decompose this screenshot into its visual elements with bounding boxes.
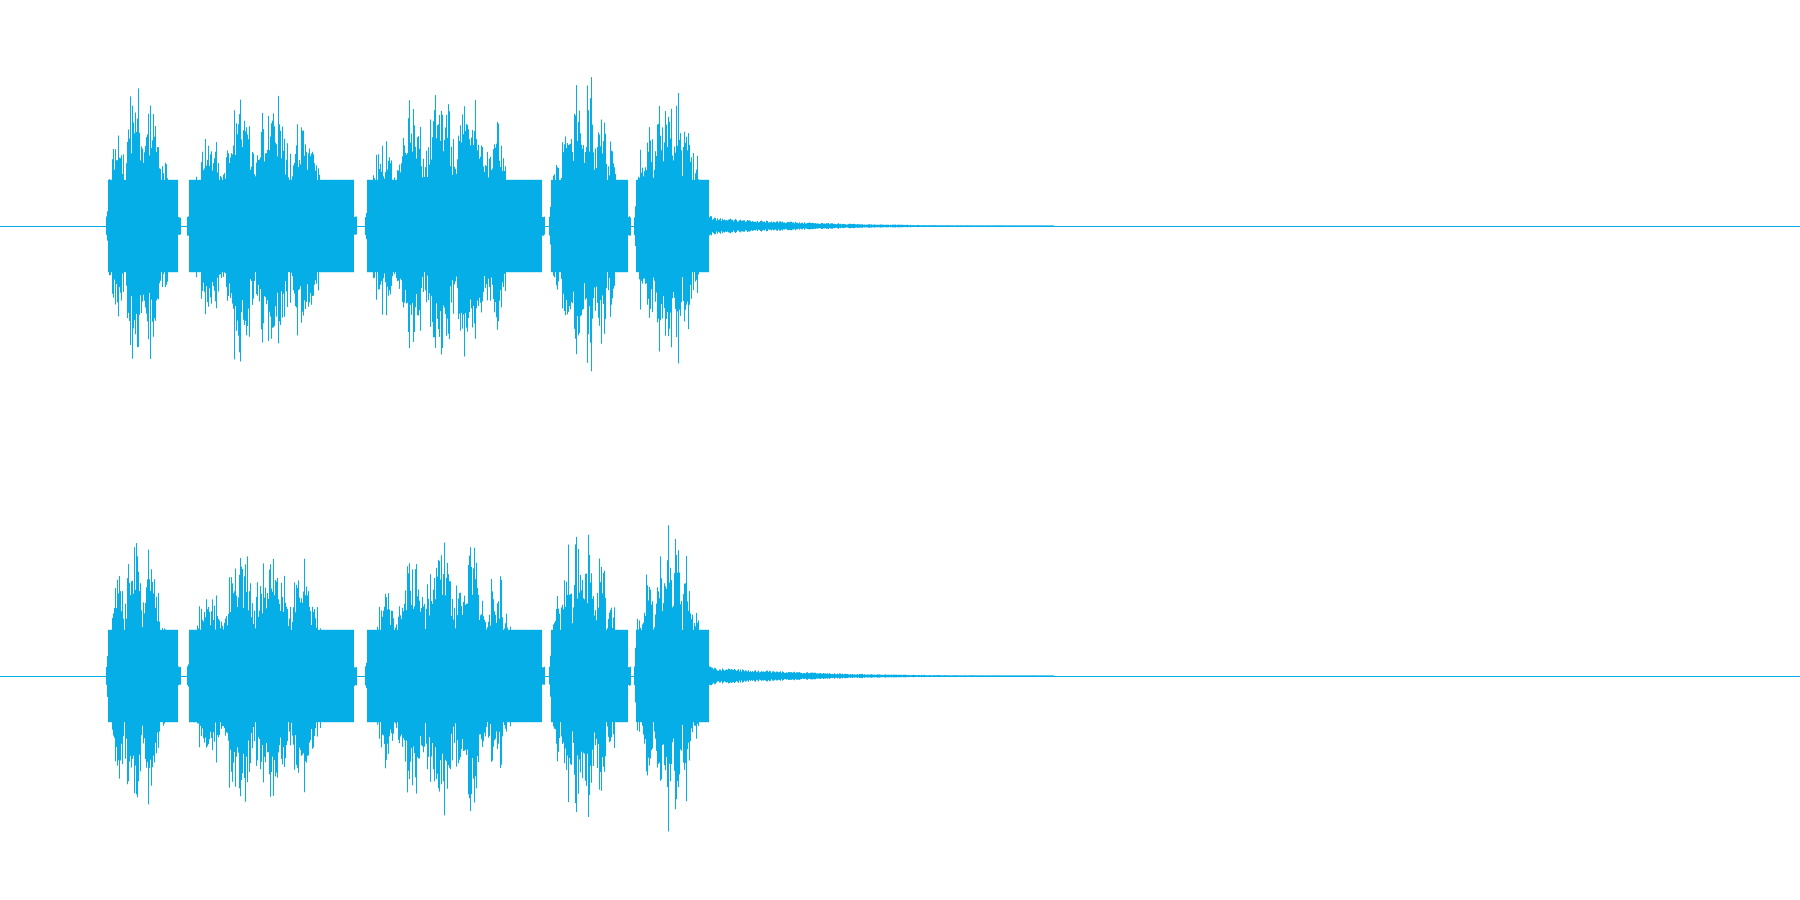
channel-1-track[interactable]	[0, 77, 1800, 372]
waveform-core-band	[189, 629, 354, 723]
channel-2-track[interactable]	[0, 525, 1800, 832]
waveform-core-band	[367, 629, 542, 723]
waveform-core-band	[636, 629, 709, 723]
waveform-core-band	[551, 179, 628, 273]
waveform-core-band	[551, 629, 628, 723]
waveform-core-band	[367, 179, 542, 273]
waveform-core-band	[189, 179, 354, 273]
waveform-core-band	[108, 179, 178, 273]
waveform-core-band	[636, 179, 709, 273]
waveform-core-band	[108, 629, 178, 723]
